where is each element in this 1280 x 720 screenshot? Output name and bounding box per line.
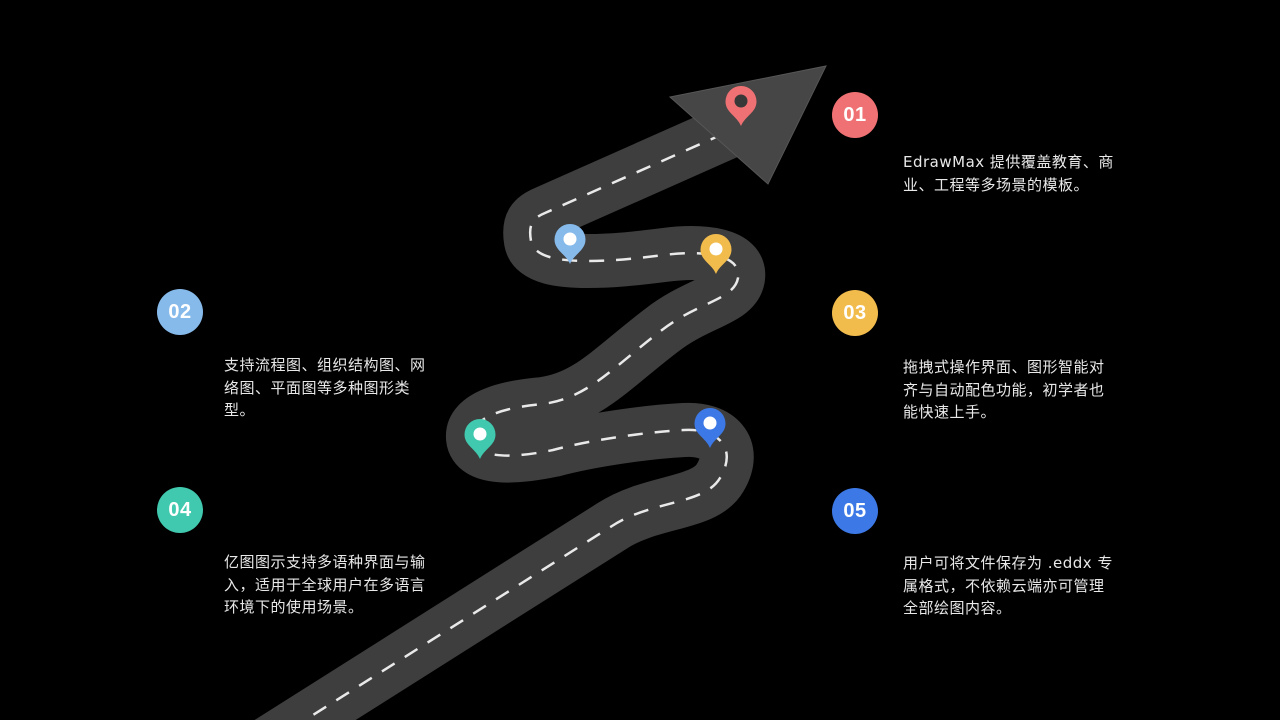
pin-04 <box>464 419 496 459</box>
road-center-dashes <box>302 120 751 720</box>
pin-03 <box>700 234 732 274</box>
step-text-01: EdrawMax 提供覆盖教育、商 业、工程等多场景的模板。 <box>903 153 1114 194</box>
step-badge-03: 03 <box>832 290 878 336</box>
pin-01 <box>725 86 757 126</box>
pin-02-hole <box>563 232 577 246</box>
pin-05 <box>694 408 726 448</box>
pin-02 <box>554 224 586 264</box>
pin-03-hole <box>709 242 723 256</box>
step-badge-04: 04 <box>157 487 203 533</box>
step-badge-05: 05 <box>832 488 878 534</box>
step-text-02: 支持流程图、组织结构图、网 络图、平面图等多种图形类 型。 <box>224 356 426 419</box>
step-badge-02: 02 <box>157 289 203 335</box>
step-text-04: 亿图图示支持多语种界面与输 入，适用于全球用户在多语言 环境下的使用场景。 <box>224 553 426 616</box>
step-badge-01: 01 <box>832 92 878 138</box>
pin-04-hole <box>473 427 487 441</box>
pin-05-hole <box>703 416 717 430</box>
pin-01-hole <box>734 94 748 108</box>
step-text-03: 拖拽式操作界面、图形智能对 齐与自动配色功能，初学者也 能快速上手。 <box>903 358 1105 421</box>
step-text-05: 用户可将文件保存为 .eddx 专 属格式，不依赖云端亦可管理 全部绘图内容。 <box>903 554 1113 617</box>
arrowhead <box>668 65 827 185</box>
